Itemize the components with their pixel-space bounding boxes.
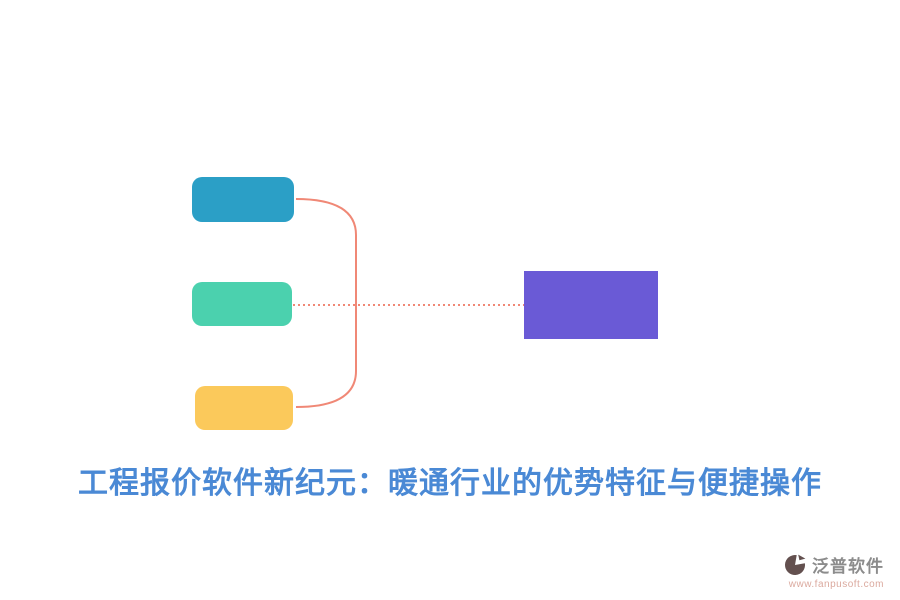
bracket-connector xyxy=(295,198,357,408)
brand-logo-icon xyxy=(785,554,806,575)
page-title: 工程报价软件新纪元：暖通行业的优势特征与便捷操作 xyxy=(78,467,822,500)
brand-name: 泛普软件 xyxy=(812,557,884,576)
brand-footer: 泛普软件 www.fanpusoft.com xyxy=(784,552,884,590)
feature-box-top xyxy=(192,177,294,222)
feature-box-bottom xyxy=(195,386,293,430)
brand-website: www.fanpusoft.com xyxy=(788,579,884,590)
main-topic-box xyxy=(524,271,658,339)
feature-box-middle xyxy=(192,282,292,326)
diagram xyxy=(192,177,658,430)
